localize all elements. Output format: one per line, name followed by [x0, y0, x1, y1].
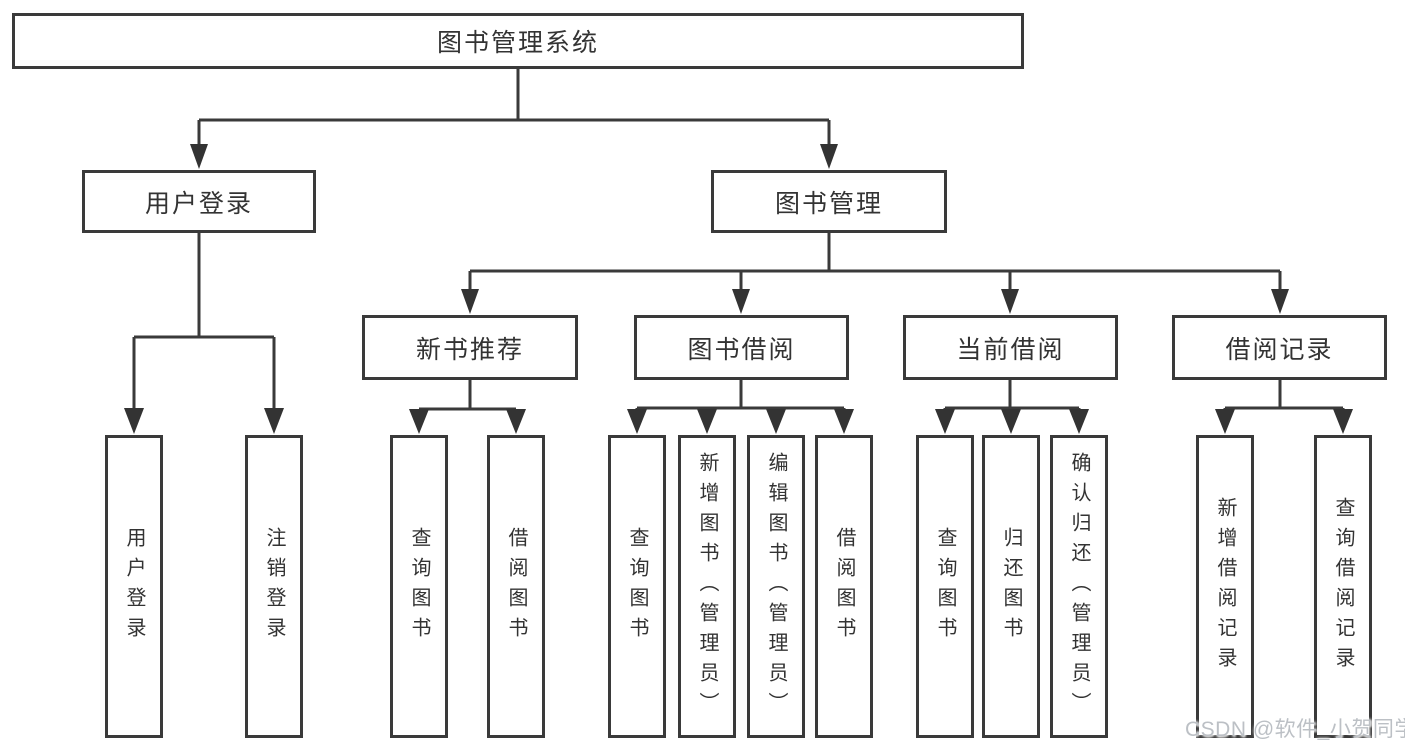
csdn-watermark: CSDN @软件_小贺同学 [1185, 718, 1405, 741]
node-book-borrow: 图书借阅 [634, 315, 849, 380]
leaf-borrow-books: 借阅图书 [815, 435, 873, 738]
node-borrow-records: 借阅记录 [1172, 315, 1387, 380]
node-label: 归还图书 [1000, 526, 1022, 647]
node-book-management: 图书管理 [711, 170, 947, 233]
node-label: 确认归还（管理员） [1068, 451, 1090, 722]
node-label: 用户登录 [123, 526, 145, 647]
node-label: 注销登录 [263, 526, 285, 647]
node-label: 图书管理 [774, 189, 883, 218]
leaf-query-books-borrow: 查询图书 [608, 435, 666, 738]
node-label: 查询图书 [408, 526, 430, 647]
node-label: 图书管理系统 [436, 29, 599, 57]
node-label: 查询借阅记录 [1332, 496, 1354, 677]
leaf-edit-books-admin: 编辑图书（管理员） [747, 435, 805, 738]
leaf-query-books-recommend: 查询图书 [390, 435, 448, 738]
node-label: 借阅图书 [505, 526, 527, 647]
node-label: 新书推荐 [415, 335, 524, 364]
node-user-login: 用户登录 [82, 170, 316, 233]
leaf-borrow-books-recommend: 借阅图书 [487, 435, 545, 738]
node-label: 用户登录 [144, 189, 253, 218]
leaf-return-books: 归还图书 [982, 435, 1040, 738]
node-library-management-system: 图书管理系统 [12, 13, 1024, 69]
node-label: 查询图书 [626, 526, 648, 647]
node-label: 借阅记录 [1225, 335, 1334, 364]
node-current-borrow: 当前借阅 [903, 315, 1118, 380]
node-label: 借阅图书 [833, 526, 855, 647]
node-label: 查询图书 [934, 526, 956, 647]
leaf-confirm-return-admin: 确认归还（管理员） [1050, 435, 1108, 738]
node-label: 新增借阅记录 [1214, 496, 1236, 677]
node-new-book-recommend: 新书推荐 [362, 315, 578, 380]
leaf-add-borrow-record: 新增借阅记录 [1196, 435, 1254, 738]
node-label: 新增图书（管理员） [696, 451, 718, 722]
node-label: 当前借阅 [956, 335, 1065, 364]
leaf-logout: 注销登录 [245, 435, 303, 738]
leaf-query-borrow-record: 查询借阅记录 [1314, 435, 1372, 738]
node-label: 编辑图书（管理员） [765, 451, 787, 722]
leaf-user-login: 用户登录 [105, 435, 163, 738]
leaf-query-books-current: 查询图书 [916, 435, 974, 738]
leaf-add-books-admin: 新增图书（管理员） [678, 435, 736, 738]
node-label: 图书借阅 [687, 335, 796, 364]
